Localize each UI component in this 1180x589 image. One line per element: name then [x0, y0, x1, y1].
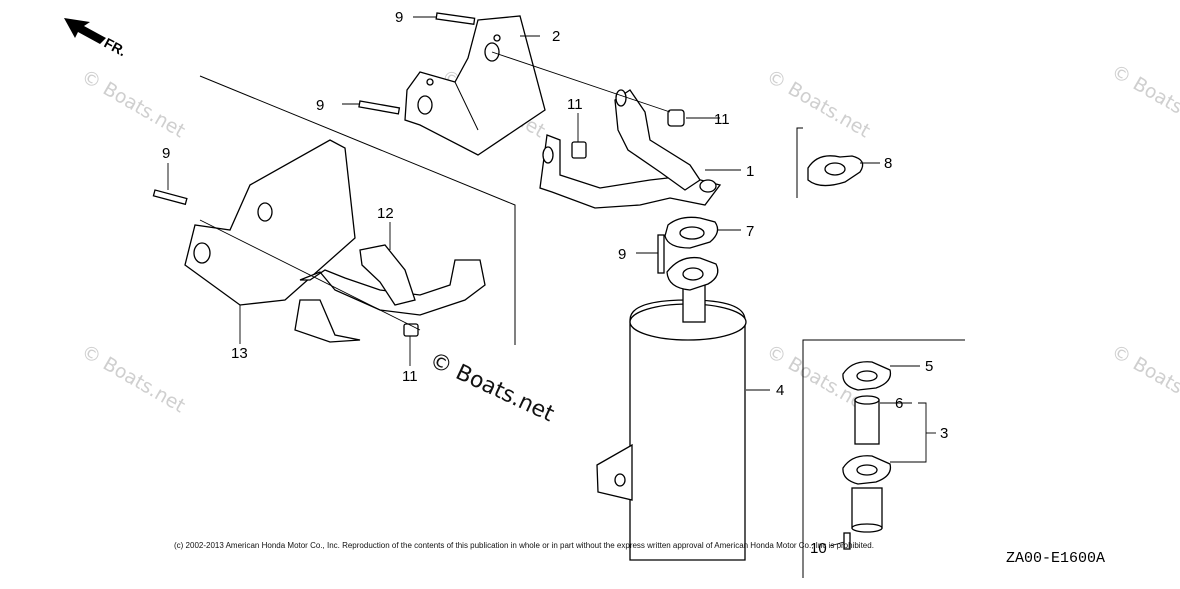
callout-6: 6 [895, 395, 903, 412]
callout-7: 7 [746, 223, 754, 240]
diagram-code: ZA00-E1600A [1006, 550, 1105, 567]
gasket-7 [664, 216, 719, 249]
callout-13: 13 [231, 345, 248, 362]
exhaust-pipe-lower [294, 244, 486, 343]
watermark: © Boats.net [1108, 340, 1180, 417]
callout-2: 2 [552, 28, 560, 45]
callout-9: 9 [618, 246, 626, 263]
callout-11: 11 [567, 96, 583, 113]
watermark: © Boats.net [1108, 60, 1180, 137]
heat-shield-upper [404, 15, 546, 156]
heat-shield-lower [184, 139, 356, 306]
callout-8: 8 [884, 155, 892, 172]
callout-10: 10 [810, 540, 827, 557]
watermark: © Boats.net [78, 65, 189, 142]
copyright-notice: (c) 2002-2013 American Honda Motor Co., … [174, 541, 874, 550]
callout-9: 9 [162, 145, 170, 162]
bolt-upper [571, 109, 685, 159]
callout-3: 3 [940, 425, 948, 442]
spark-arrester [842, 361, 892, 533]
muffler [596, 256, 747, 561]
callout-1: 1 [746, 163, 754, 180]
callout-9: 9 [395, 9, 403, 26]
watermark-main: © Boats.net [425, 348, 558, 428]
callout-4: 4 [776, 382, 784, 399]
callout-11: 11 [402, 368, 418, 385]
front-direction-arrow-icon: FR. [64, 18, 129, 59]
section-dividers [199, 75, 965, 578]
callout-12: 12 [377, 205, 394, 222]
watermark: © Boats.net [78, 340, 189, 417]
callout-5: 5 [925, 358, 933, 375]
watermark: © Boats.net [763, 65, 874, 142]
leader-lines [167, 16, 936, 547]
callout-11: 11 [714, 111, 730, 128]
exhaust-pipe-upper [539, 89, 722, 209]
callout-9: 9 [316, 97, 324, 114]
gasket-inset [807, 155, 864, 187]
callouts: 2 9 9 9 9 11 11 11 1 7 8 12 13 4 5 6 3 1… [162, 9, 948, 557]
